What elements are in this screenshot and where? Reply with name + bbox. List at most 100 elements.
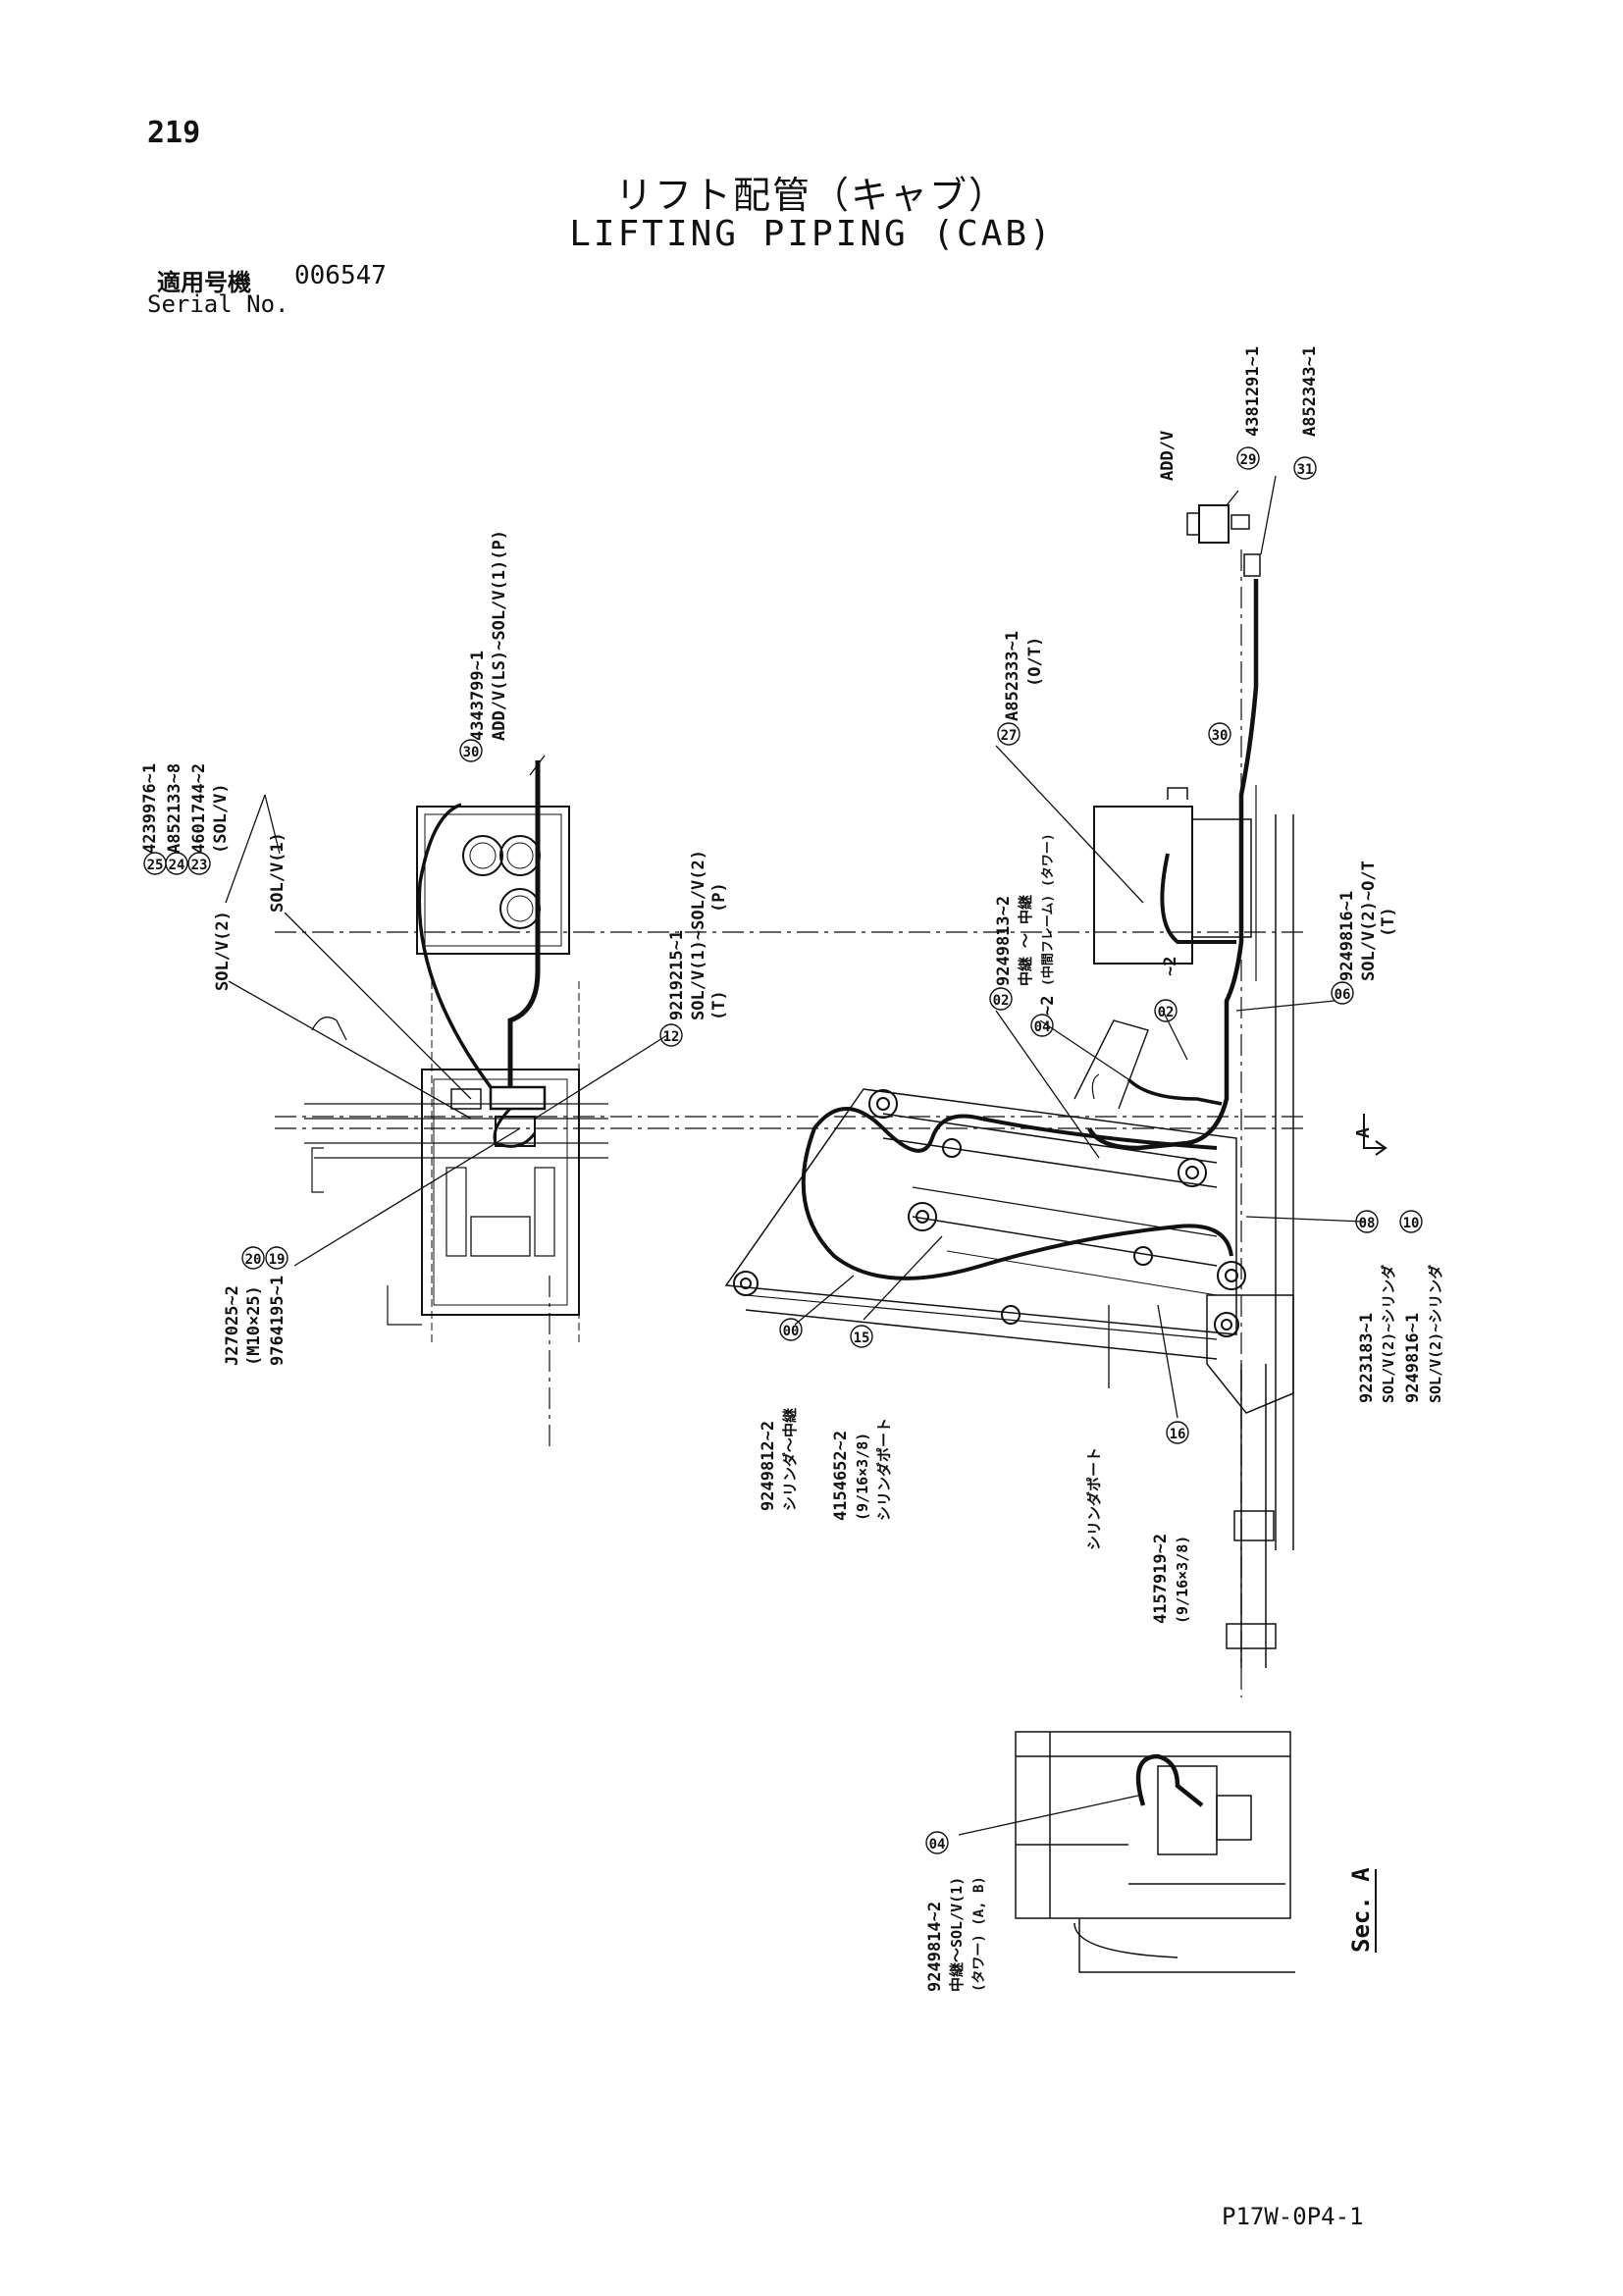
part-note-16: (9/16×3/8) (1174, 1536, 1191, 1624)
part-note-02a-loc: (中間フレーム) (タワー) (1040, 833, 1056, 986)
callout-19-number: 19 (269, 1252, 286, 1268)
callout-16-number: 16 (1170, 1427, 1186, 1442)
serial-label-japanese: 適用号機 (157, 269, 251, 296)
part-number-30-left: 4343799~1 (468, 651, 488, 741)
callout-30-left-number: 30 (463, 745, 480, 760)
callout-29 (1236, 446, 1260, 470)
callout-25-number: 25 (147, 858, 164, 873)
part-number-12: 9219215~1 (667, 930, 687, 1020)
part-note-06: SOL/V(2)~O/T (1359, 861, 1379, 981)
label-add-v: ADD/V (1158, 431, 1178, 481)
part-number-02a: 9249813~2 (994, 896, 1014, 986)
callout-10 (1399, 1210, 1423, 1233)
part-number-29: 4381291~1 (1243, 346, 1263, 437)
callout-08-number: 08 (1359, 1216, 1376, 1231)
part-note-12: SOL/V(1)~SOL/V(2) (689, 850, 708, 1020)
part-note-00: シリンダ～中継 (781, 1408, 799, 1511)
callout-02a (989, 987, 1013, 1011)
tank-box (416, 806, 570, 955)
part-note-30-left: ADD/V(LS)~SOL/V(1)(P) (490, 530, 509, 741)
drawing-code: P17W-0P4-1 (1222, 2203, 1364, 2230)
solenoid-valve-1 (489, 1085, 547, 1111)
part-note-04-section-a: 中継～SOL/V(1) (948, 1877, 966, 1992)
part-number-24: A852133~8 (165, 763, 184, 854)
label-sol-v-1: SOL/V(1) (268, 832, 288, 913)
labels-left: 4239976~1 25 A852133~8 24 4601744~2 (SOL… (140, 530, 729, 1366)
part-number-00: 9249812~2 (759, 1421, 778, 1511)
part-number-10: 9249816~1 (1403, 1313, 1423, 1403)
base-frame (421, 1069, 580, 1316)
callout-30-left (459, 739, 483, 762)
serial-label-english: Serial No. (147, 290, 289, 318)
callout-12 (659, 1023, 683, 1047)
part-note-15: (9/16×3/8) (854, 1433, 871, 1521)
part-note-06-t: (T) (1379, 907, 1398, 937)
label-sol-v-2: SOL/V(2) (213, 911, 233, 991)
part-note-04-section-a-loc: (タワー) (A, B) (971, 1876, 987, 1992)
callout-20-number: 20 (245, 1252, 262, 1268)
callout-30-right-number: 30 (1212, 728, 1229, 744)
callout-04-section-a-number: 04 (929, 1837, 946, 1852)
part-number-04-section-a: 9249814~2 (925, 1902, 945, 1992)
part-note-12-p: (P) (709, 882, 729, 913)
callout-19 (265, 1246, 288, 1270)
part-number-15: 4154652~2 (831, 1431, 851, 1521)
callout-15 (850, 1325, 873, 1348)
callout-10-number: 10 (1403, 1216, 1420, 1231)
section-arrow-label: A (1353, 1127, 1374, 1138)
part-number-31: A852343~1 (1300, 346, 1320, 437)
port-circle (462, 835, 503, 876)
part-note-02a: 中継 ～ 中継 (1017, 895, 1034, 986)
callout-00-number: 00 (783, 1324, 800, 1339)
callout-31 (1293, 456, 1317, 480)
callout-02b-number: 02 (1158, 1005, 1175, 1020)
port-circle (499, 835, 541, 876)
section-a (1015, 1731, 1295, 1973)
part-number-19: 9764195~1 (268, 1276, 288, 1366)
part-note-23: (SOL/V) (211, 783, 231, 854)
label-cylinder-port: シリンダポート (1085, 1447, 1103, 1550)
part-number-06: 9249816~1 (1337, 891, 1357, 981)
callout-30-right (1208, 722, 1231, 746)
callout-04 (1030, 1014, 1054, 1037)
callout-02b (1154, 999, 1178, 1022)
callout-20 (241, 1246, 265, 1270)
callout-08 (1355, 1210, 1379, 1233)
callout-23 (187, 852, 211, 875)
part-note-12-t: (T) (709, 990, 729, 1020)
part-number-20: J27025~2 (223, 1285, 242, 1366)
section-a-title: Sec. A (1347, 1867, 1375, 1953)
callout-02a-number: 02 (993, 993, 1010, 1009)
part-number-04: ~2 (1038, 996, 1058, 1016)
section-a-frame (1015, 1731, 1291, 1919)
callout-04-number: 04 (1034, 1019, 1051, 1035)
port-circle (499, 888, 541, 929)
page-title-japanese: リフト配管（キャブ） (614, 174, 1008, 217)
part-number-08: 9223183~1 (1357, 1313, 1377, 1403)
part-number-27: A852333~1 (1003, 631, 1022, 721)
leader-lines (225, 475, 1365, 1836)
part-number-25: 4239976~1 (140, 763, 160, 854)
solenoid-valve-2 (450, 1088, 482, 1110)
part-note-15-port: シリンダポート (875, 1418, 893, 1521)
labels-section-a: 9249814~2 中継～SOL/V(1) (タワー) (A, B) 04 Se… (925, 1831, 1377, 1992)
part-note-08: SOL/V(2)~シリンダ (1380, 1265, 1397, 1403)
part-note-10: SOL/V(2)~シリンダ (1427, 1265, 1444, 1403)
callout-00 (779, 1318, 803, 1341)
callout-24-number: 24 (169, 858, 185, 873)
page-title-english: LIFTING PIPING (CAB) (569, 214, 1054, 254)
part-number-23: 4601744~2 (189, 763, 209, 854)
callout-27 (997, 722, 1021, 746)
center-lines (275, 549, 1305, 1697)
callout-31-number: 31 (1297, 462, 1314, 478)
callout-29-number: 29 (1240, 452, 1257, 468)
page-number: 219 (147, 116, 201, 150)
add-valve (1198, 504, 1230, 544)
part-note-20: (M10×25) (244, 1285, 264, 1366)
callout-23-number: 23 (191, 858, 208, 873)
left-assembly (304, 760, 608, 1344)
callout-06 (1331, 981, 1354, 1005)
callout-06-number: 06 (1335, 987, 1351, 1003)
part-number-02b: ~2 (1161, 957, 1180, 976)
